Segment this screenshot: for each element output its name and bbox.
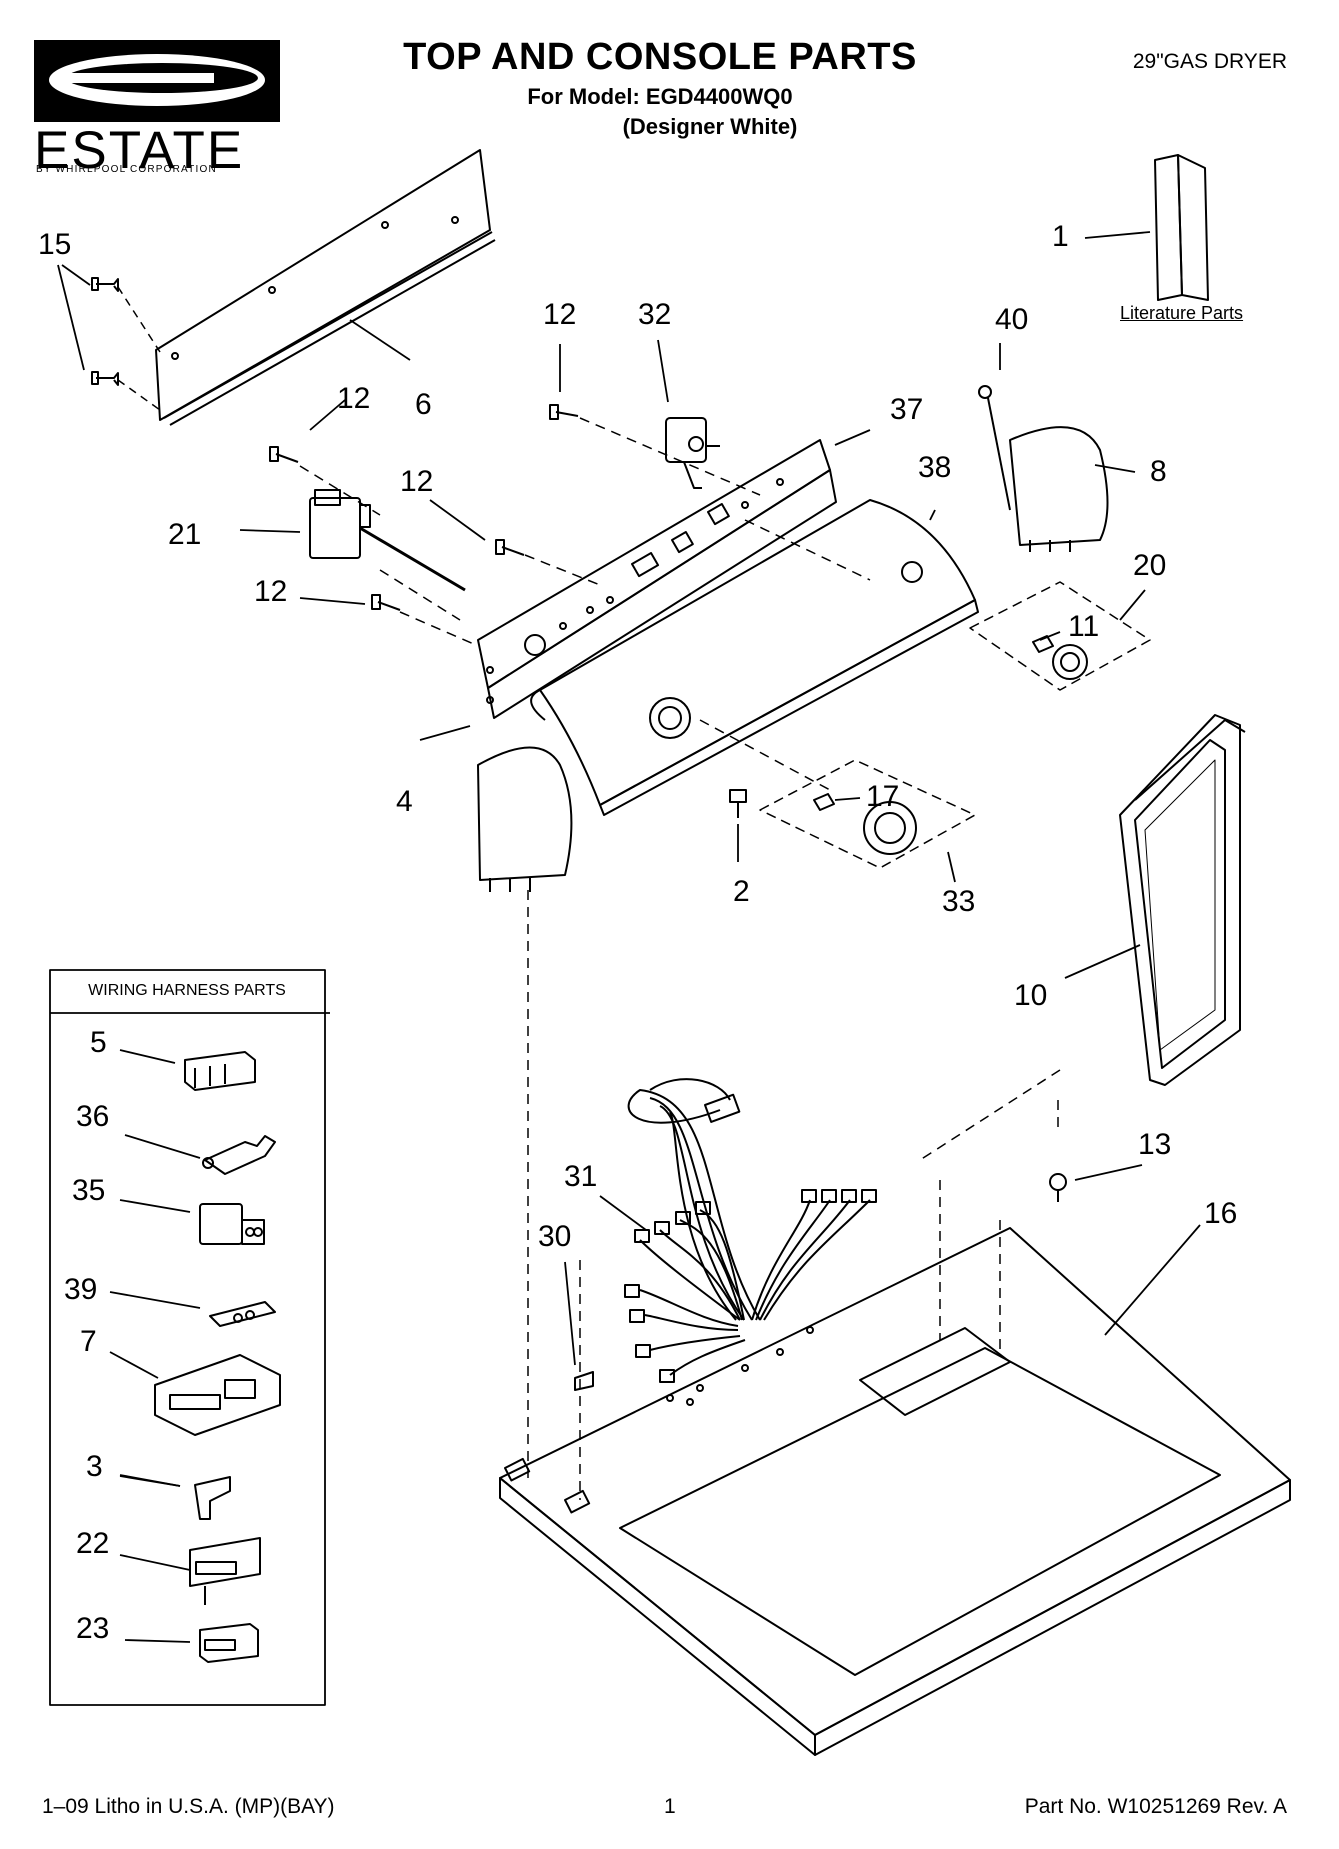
callout-8: 8 [1150,455,1167,488]
callout-38: 38 [918,451,952,484]
callout-11: 11 [1068,610,1100,643]
callout-36: 36 [76,1100,110,1133]
wiring-harness-part [624,1078,877,1383]
callout-17: 17 [866,780,900,813]
footer-print-info: 1–09 Litho in U.S.A. (MP)(BAY) [42,1795,335,1818]
knob-33-part [813,793,917,855]
knob-20-part [1032,635,1088,680]
callout-4: 4 [396,785,413,818]
switch-21-part [309,489,466,592]
callout-20: 20 [1133,549,1167,582]
callout-40: 40 [995,303,1029,336]
callout-13: 13 [1138,1128,1172,1161]
lint-screen-part [1119,714,1246,1086]
callout-3: 3 [86,1450,103,1483]
callout-33: 33 [942,885,976,918]
callout-35: 35 [72,1174,106,1207]
callout-5: 5 [90,1026,107,1059]
harness-parts-drawings [154,1051,281,1663]
end-cap-left-part [477,746,573,892]
clip-30-part [574,1371,594,1391]
literature-book-part [1154,154,1209,301]
callout-22: 22 [76,1527,110,1560]
brand-subtitle: BY WHIRLPOOL CORPORATION [36,164,217,175]
callout-7: 7 [80,1325,97,1358]
screw-2-part [729,789,747,818]
footer-part-number: Part No. W10251269 Rev. A [1024,1795,1287,1818]
page-title: TOP AND CONSOLE PARTS [403,36,917,78]
model-line: For Model: EGD4400WQ0 [527,84,793,109]
variant-line: (Designer White) [622,114,798,139]
harness-box-frame [49,969,330,1706]
callout-1: 1 [1052,220,1069,253]
harness-box-title: WIRING HARNESS PARTS [88,982,286,999]
screw-40-part [978,385,1011,511]
callout-32: 32 [638,298,672,331]
brand-name: ESTATE [34,121,245,180]
callout-6: 6 [415,388,432,421]
literature-parts-label: Literature Parts [1120,303,1244,323]
rear-panel-part [155,149,496,426]
footer-page-number: 1 [664,1795,676,1818]
callout-15: 15 [38,228,72,261]
estate-logo-icon [34,40,280,122]
product-type: 29"GAS DRYER [1132,50,1287,73]
callout-23: 23 [76,1612,110,1645]
callout-12b: 12 [543,298,577,331]
console-bracket-part [477,439,837,719]
callout-10: 10 [1014,979,1048,1012]
callout-12a: 12 [337,382,371,415]
end-cap-right-part [1009,426,1109,552]
callout-30: 30 [538,1220,572,1253]
callout-39: 39 [64,1273,98,1306]
callout-37: 37 [890,393,924,426]
console-panel-part [530,499,979,816]
screw-13-part [1049,1173,1067,1202]
callout-21: 21 [168,518,202,551]
callout-12d: 12 [254,575,288,608]
callout-12c: 12 [400,465,434,498]
top-panel-part [499,1227,1291,1756]
callout-16: 16 [1204,1197,1238,1230]
screw-15-part [91,277,119,386]
screw-12-parts [269,404,579,611]
callout-2: 2 [733,875,750,908]
control-32-part [665,417,720,489]
callout-31: 31 [564,1160,598,1193]
